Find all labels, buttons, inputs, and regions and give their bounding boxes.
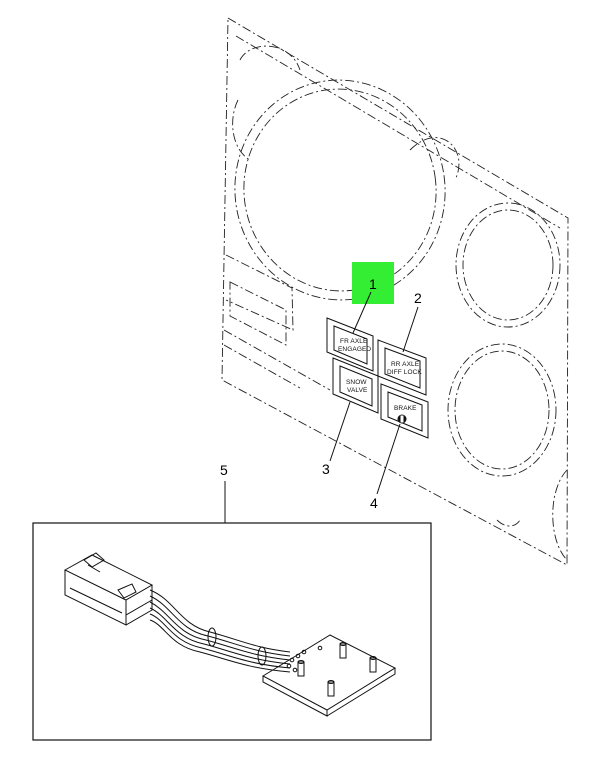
connector: [63, 552, 154, 626]
leader-line: [329, 401, 351, 462]
brake-icon: [397, 414, 407, 424]
leader-line: [352, 291, 372, 334]
circuit-board: [261, 634, 397, 717]
switch-rr-axle-diff-lock[interactable]: RR AXLE DIFF LOCK: [377, 339, 427, 396]
switch-brake[interactable]: BRAKE: [380, 383, 429, 439]
callout-1[interactable]: 1: [352, 262, 394, 334]
switch-label-line2: VALVE: [347, 387, 368, 394]
leader-line: [402, 306, 419, 353]
switch-label-line1: BRAKE: [394, 405, 417, 412]
callout-3[interactable]: 3: [322, 401, 351, 477]
instrument-panel: [221, 17, 569, 566]
switch-label-line1: FR AXLE: [340, 338, 368, 345]
switch-snow-valve[interactable]: SNOW VALVE: [332, 357, 379, 414]
callout-label: 3: [322, 461, 330, 477]
callout-5[interactable]: 5: [220, 462, 228, 523]
callout-4[interactable]: 4: [370, 423, 401, 511]
switch-fr-axle-engaged[interactable]: FR AXLE ENGAGED: [326, 317, 374, 372]
switch-cluster: FR AXLE ENGAGED RR AXLE DIFF LOCK SNOW V…: [326, 317, 429, 439]
callout-label: 1: [369, 276, 377, 292]
switch-label-line2: DIFF LOCK: [387, 369, 422, 376]
callout-highlight: [352, 262, 394, 304]
switch-label-line2: ENGAGED: [338, 346, 371, 353]
harness-detail-box: [32, 522, 432, 741]
switch-label-line1: SNOW: [346, 379, 367, 386]
switch-label-line1: RR AXLE: [391, 361, 420, 368]
leader-line: [376, 423, 401, 495]
callout-label: 2: [414, 290, 422, 306]
wire-bundle: [149, 589, 291, 673]
callout-2[interactable]: 2: [402, 290, 422, 353]
callout-label: 5: [220, 462, 228, 478]
callout-label: 4: [370, 495, 378, 511]
